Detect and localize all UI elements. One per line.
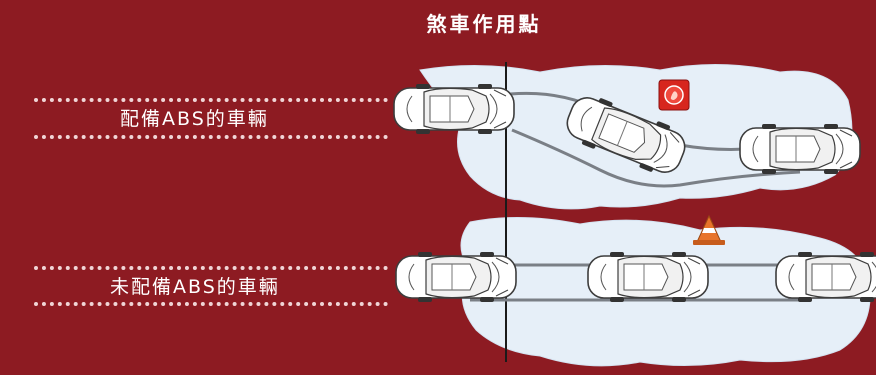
label-top-dotted-line-upper	[34, 98, 388, 102]
abs-track-lower	[511, 128, 801, 188]
label-top-dotted-line-lower	[34, 135, 388, 139]
non-abs-car-1	[395, 251, 517, 303]
abs-vehicle-label: 配備ABS的車輛	[120, 108, 269, 130]
non-abs-car-2	[587, 251, 709, 303]
diagram-title: 煞車作用點	[426, 12, 542, 36]
label-bottom-dotted-line-lower	[34, 302, 388, 306]
traffic-cone-icon	[693, 214, 725, 245]
abs-car-1	[393, 83, 515, 135]
abs-car-3	[739, 123, 861, 175]
label-bottom-dotted-line-upper	[34, 266, 388, 270]
non-abs-vehicle-label: 未配備ABS的車輛	[110, 276, 280, 298]
non-abs-car-3	[775, 251, 876, 303]
fire-warning-icon	[658, 79, 690, 111]
